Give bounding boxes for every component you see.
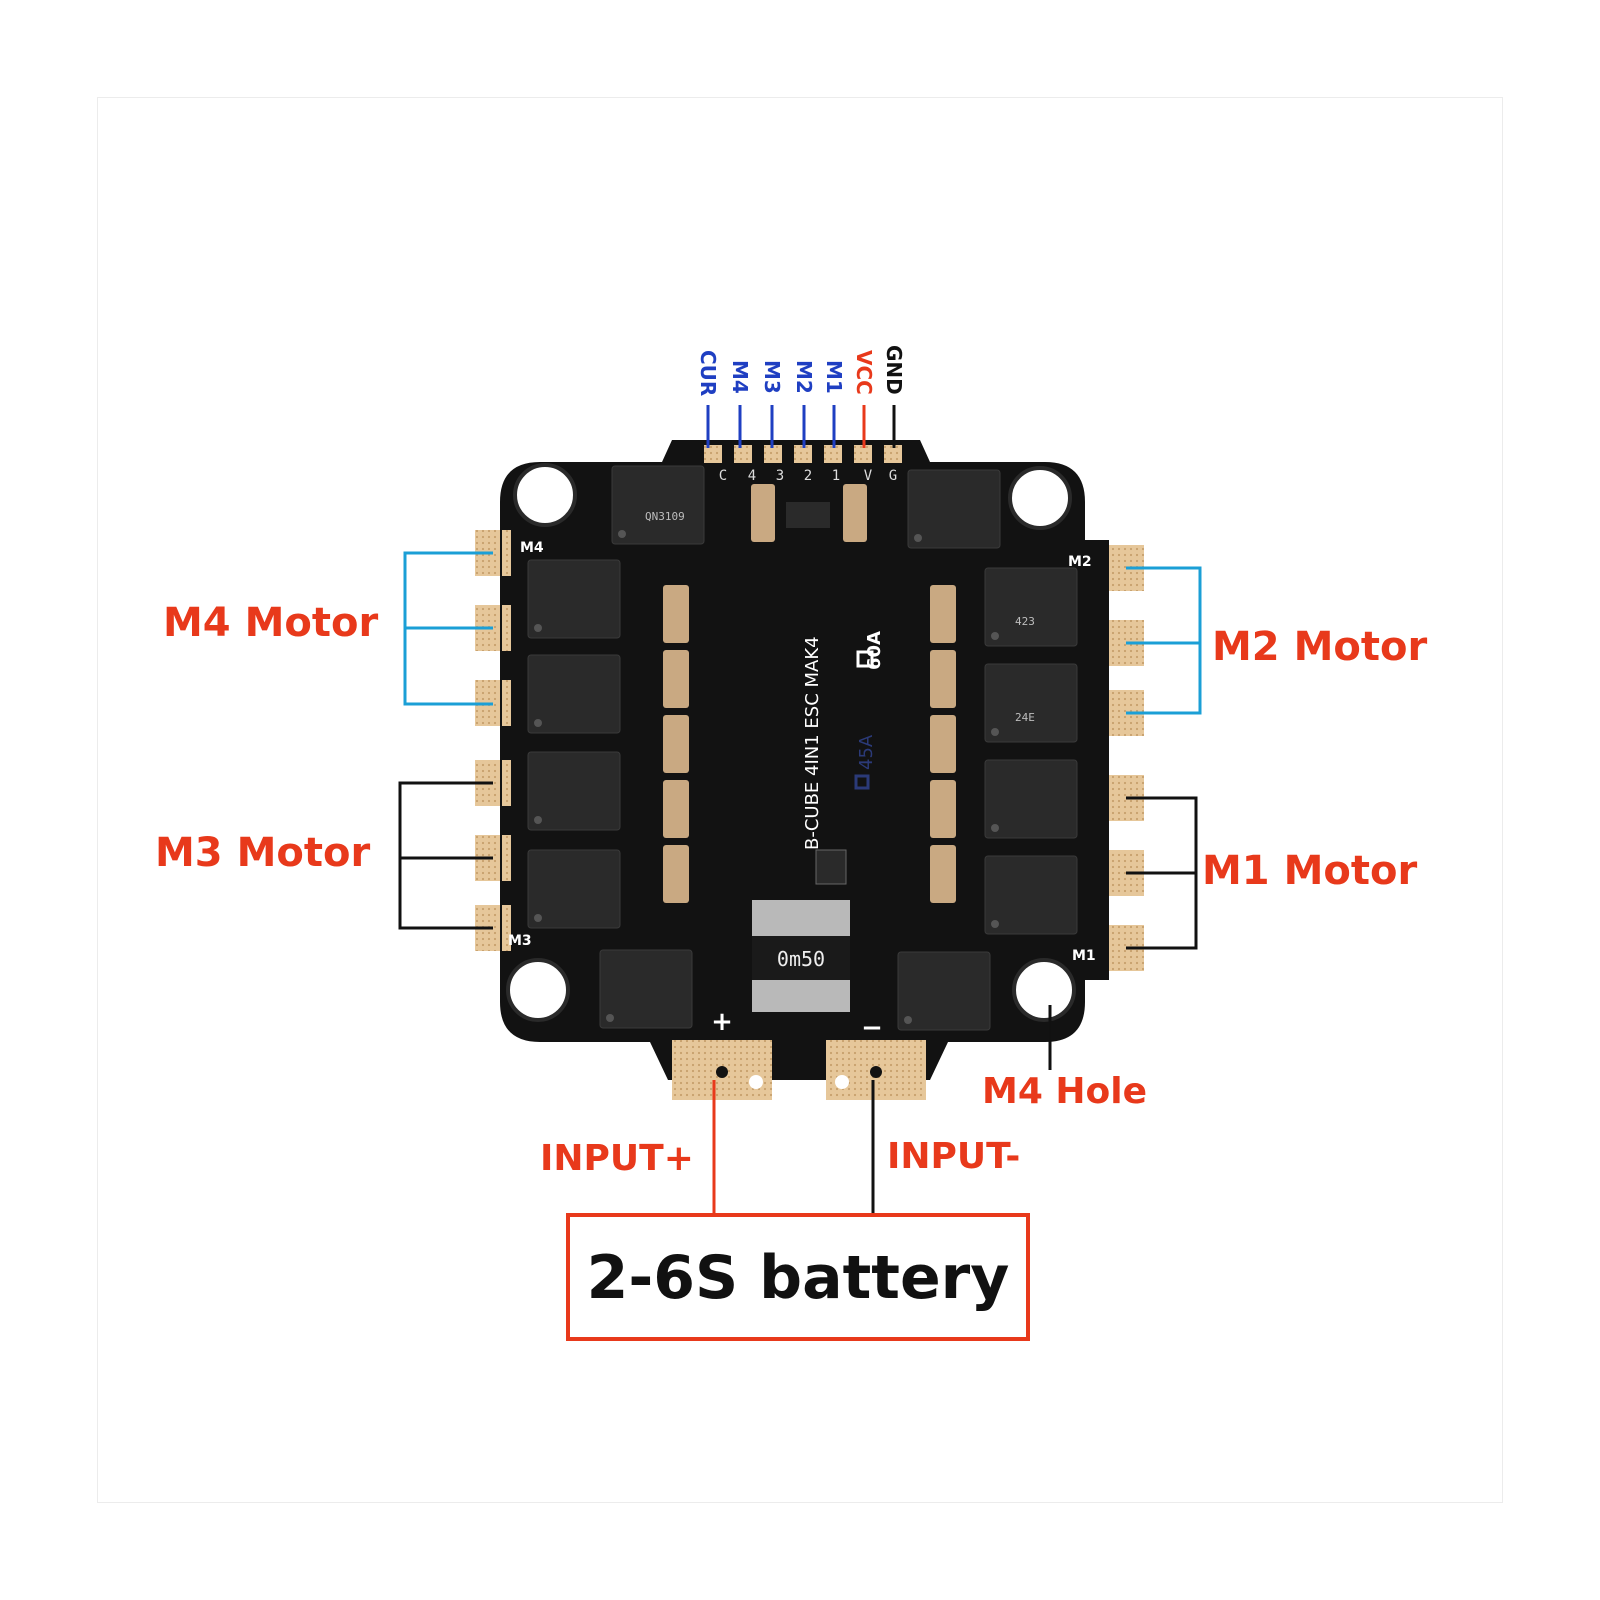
signal-label-m3: M3: [760, 360, 784, 394]
image-frame: [97, 97, 1503, 1503]
shunt-value: 0m50: [777, 947, 825, 971]
signal-leads: [706, 405, 896, 448]
signal-label-gnd: GND: [882, 345, 906, 395]
signal-label-vcc: VCC: [852, 350, 876, 395]
pad-letter-2: 2: [804, 468, 812, 484]
pad-letter-v: V: [864, 468, 873, 484]
power-pad-minus: [826, 1040, 926, 1100]
pad-letter-g: G: [889, 468, 897, 484]
pad-letter-1: 1: [832, 468, 840, 484]
battery-label: 2-6S battery: [587, 1243, 1010, 1313]
capacitors: [663, 484, 956, 903]
mosfet-marking-2: 423: [1015, 615, 1035, 628]
signal-label-m1: M1: [822, 360, 846, 394]
corner-label-m4: M4: [520, 540, 544, 556]
signal-pads: [704, 445, 902, 463]
label-m4-hole: M4 Hole: [982, 1071, 1147, 1112]
power-pad-plus: [672, 1040, 772, 1100]
bracket-m4: [403, 551, 493, 706]
label-input-plus: INPUT+: [540, 1138, 694, 1179]
mounting-hole-top-left: [513, 463, 577, 527]
mosfet-marking: QN3109: [645, 510, 685, 523]
signal-label-m4: M4: [728, 360, 752, 394]
label-m2-motor: M2 Motor: [1212, 624, 1427, 670]
pad-letter-3: 3: [776, 468, 784, 484]
rating-45a: 45A: [856, 734, 877, 770]
label-m3-motor: M3 Motor: [155, 830, 370, 876]
corner-label-m1: M1: [1072, 948, 1096, 964]
signal-label-cur: CUR: [696, 350, 720, 396]
bracket-m2: [1126, 566, 1202, 715]
plus-sign: +: [711, 1007, 733, 1037]
label-m1-motor: M1 Motor: [1202, 848, 1417, 894]
mounting-hole-bottom-right: [1012, 958, 1076, 1022]
label-m4-motor: M4 Motor: [163, 600, 378, 646]
mosfet-marking-3: 24E: [1015, 711, 1035, 724]
signal-label-m2: M2: [792, 360, 816, 394]
corner-label-m3: M3: [508, 933, 532, 949]
regulator-chip: [786, 502, 830, 528]
motor-pads-right: [1108, 545, 1144, 971]
board-name: B-CUBE 4IN1 ESC MAK4: [802, 636, 823, 850]
mounting-hole-top-right: [1008, 466, 1072, 530]
mounting-hole-bottom-left: [506, 958, 570, 1022]
rating-60a-box: [856, 650, 874, 668]
battery-box: [566, 1213, 1030, 1341]
pad-letter-4: 4: [748, 468, 756, 484]
minus-sign: −: [861, 1013, 883, 1043]
bracket-m1: [1126, 796, 1198, 950]
shunt-resistor: 0m50: [752, 900, 850, 1012]
rating-45a-box: [854, 774, 870, 790]
label-input-minus: INPUT-: [887, 1136, 1020, 1177]
pad-letter-c: C: [719, 468, 727, 484]
rating-60a: 60A: [864, 631, 885, 670]
bracket-m3: [398, 781, 493, 930]
esc-board: C 4 3 2 1 V G M4: [475, 440, 1144, 1100]
small-ic: [815, 849, 847, 885]
corner-label-m2: M2: [1068, 554, 1092, 570]
